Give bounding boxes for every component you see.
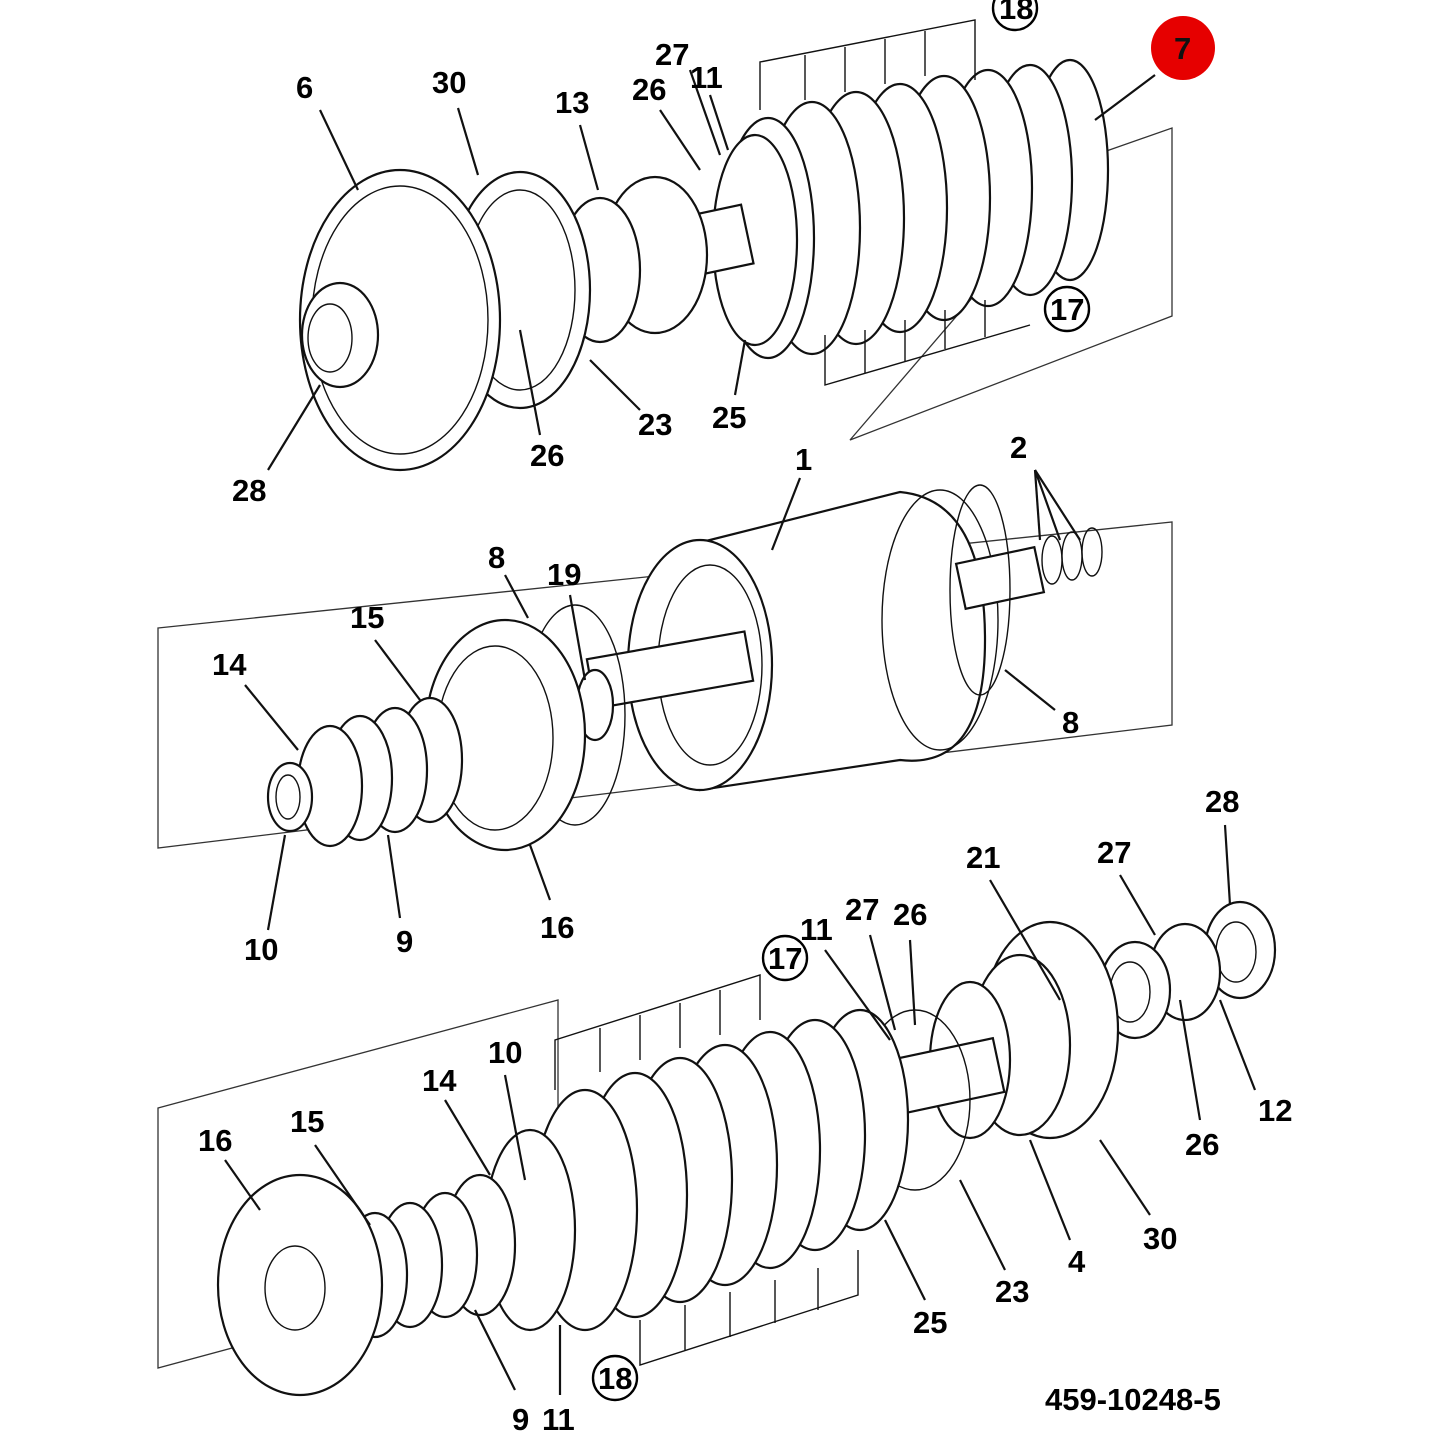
bottom-clutch-plate-pack xyxy=(531,1008,910,1332)
callout-4: 4 xyxy=(1068,1244,1086,1279)
callout-12: 12 xyxy=(1258,1093,1292,1128)
callout-1: 1 xyxy=(795,442,812,477)
callout-7-highlight: 7 xyxy=(1151,16,1215,80)
middle-piston-16 xyxy=(423,618,587,852)
callout-28: 28 xyxy=(1205,784,1239,819)
top-gear-6 xyxy=(298,168,502,472)
callout-30: 30 xyxy=(432,65,466,100)
callout-8: 8 xyxy=(488,540,505,575)
middle-spring-9 xyxy=(296,696,464,848)
top-assembly xyxy=(298,19,1173,472)
callout-26: 26 xyxy=(1185,1127,1219,1162)
callout-17-top: 17 xyxy=(1043,285,1091,333)
callout-16: 16 xyxy=(198,1123,232,1158)
callout-23: 23 xyxy=(995,1274,1029,1309)
callout-15: 15 xyxy=(290,1104,324,1139)
svg-text:17: 17 xyxy=(1050,292,1084,327)
callout-10: 10 xyxy=(488,1035,522,1070)
svg-text:18: 18 xyxy=(598,1361,632,1396)
callout-14: 14 xyxy=(422,1063,457,1098)
callout-18-top: 18 xyxy=(991,0,1039,32)
middle-drum-1 xyxy=(626,489,999,792)
callout-18-bottom: 18 xyxy=(591,1354,639,1402)
svg-text:7: 7 xyxy=(1174,31,1191,66)
callout-9: 9 xyxy=(512,1402,529,1437)
callout-27: 27 xyxy=(845,892,879,927)
callout-9: 9 xyxy=(396,924,413,959)
callout-11: 11 xyxy=(690,60,723,95)
callout-15: 15 xyxy=(350,600,384,635)
middle-assembly xyxy=(157,484,1173,852)
document-number: 459-10248-5 xyxy=(1045,1382,1221,1417)
leader-lines xyxy=(224,69,1257,1395)
svg-text:18: 18 xyxy=(999,0,1033,26)
callout-25: 25 xyxy=(913,1305,947,1340)
top-clutch-plate-pack xyxy=(720,58,1110,360)
callout-19: 19 xyxy=(547,557,581,592)
callout-11: 11 xyxy=(542,1402,575,1437)
callout-8: 8 xyxy=(1062,705,1079,740)
callout-6: 6 xyxy=(296,70,313,105)
callout-16: 16 xyxy=(540,910,574,945)
callout-23: 23 xyxy=(638,407,672,442)
callout-28: 28 xyxy=(232,473,266,508)
callout-11: 11 xyxy=(800,912,833,947)
callout-10: 10 xyxy=(244,932,278,967)
callout-14: 14 xyxy=(212,647,247,682)
callout-labels: 6 30 13 27 11 26 18 7 17 23 25 26 28 1 2… xyxy=(198,0,1292,1437)
callout-13: 13 xyxy=(555,85,589,120)
bottom-assembly xyxy=(157,900,1277,1397)
callout-26: 26 xyxy=(893,897,927,932)
svg-text:17: 17 xyxy=(768,941,802,976)
callout-26: 26 xyxy=(632,72,666,107)
callout-17-bottom: 17 xyxy=(761,934,809,982)
callout-2: 2 xyxy=(1010,430,1027,465)
callout-21: 21 xyxy=(966,840,1000,875)
callout-26: 26 xyxy=(530,438,564,473)
bottom-piston-16 xyxy=(216,1173,384,1397)
callout-27: 27 xyxy=(655,37,689,72)
callout-27: 27 xyxy=(1097,835,1131,870)
callout-30: 30 xyxy=(1143,1221,1177,1256)
callout-25: 25 xyxy=(712,400,746,435)
